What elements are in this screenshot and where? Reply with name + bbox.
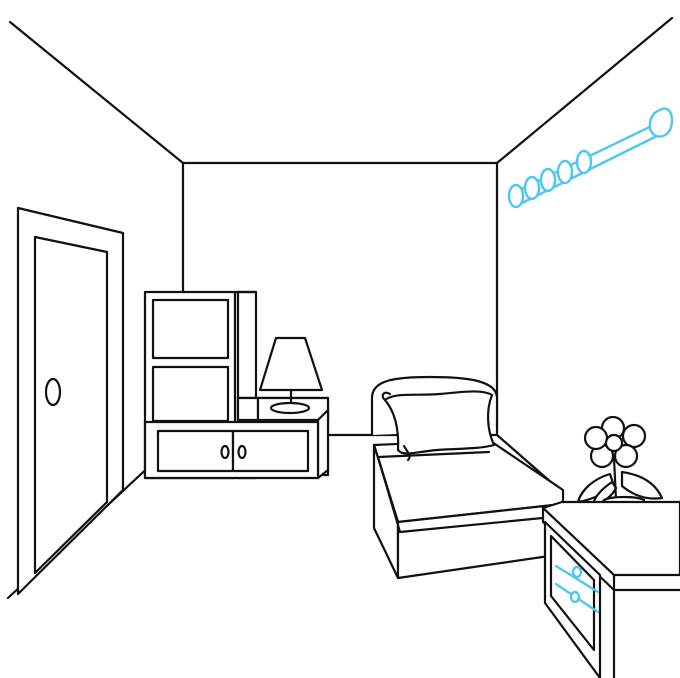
curtain-ring-3 (539, 167, 557, 193)
bed-sheet-fold (376, 450, 491, 459)
shelf-compartment-upper (151, 298, 230, 360)
nightstand-top-front (236, 396, 260, 422)
shelf-compartment-lower (151, 365, 230, 423)
door-panel (33, 235, 109, 575)
flower-stem (612, 456, 618, 502)
door-icon (16, 206, 125, 596)
cabinet-knob-left (220, 444, 230, 460)
curtain-rod-finial-end (648, 107, 674, 138)
curtain-rod-finial-start (507, 183, 525, 209)
lamp-shade (258, 336, 324, 392)
curtain-rod-icon (507, 107, 674, 209)
drawer-knob-upper (571, 565, 583, 579)
table-lamp-icon (258, 336, 324, 415)
bed-icon (370, 375, 565, 580)
cabinet-knob-right (237, 444, 247, 460)
pillow-corner-top (381, 391, 392, 402)
door-knob (44, 377, 62, 407)
pillow-icon (383, 390, 496, 455)
lamp-base (269, 401, 311, 415)
curtain-ring-2 (556, 159, 574, 185)
curtain-ring-1 (575, 149, 593, 175)
bed-sheet-fold-side (376, 455, 402, 534)
ceiling-edge-left (8, 20, 185, 165)
drawer-knob-lower (569, 590, 581, 604)
petal-right (621, 423, 647, 449)
leaf-right (620, 470, 664, 500)
curtain-ring-4 (523, 175, 541, 201)
bed-sheet-edge (398, 514, 565, 534)
side-table-icon (541, 500, 680, 678)
petal-bottom-right (613, 443, 639, 469)
drawer-accent-line-upper (554, 564, 600, 594)
nightstand-side (316, 408, 330, 480)
petal-left (583, 425, 609, 451)
ceiling-edge-right (495, 16, 674, 165)
flower-center (604, 433, 624, 453)
bookshelf-icon (143, 290, 330, 480)
pillow-corner (402, 444, 411, 462)
